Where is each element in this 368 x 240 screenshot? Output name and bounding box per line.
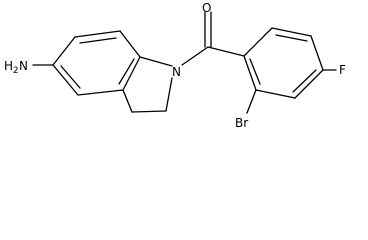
- atom-label-fluorine: F: [339, 63, 346, 77]
- bond: [77, 89, 124, 96]
- bond: [139, 56, 173, 67]
- bond: [119, 30, 141, 58]
- bond-double-inner: [275, 34, 308, 42]
- bond: [131, 110, 167, 113]
- bond: [52, 36, 76, 66]
- bond-double-inner: [118, 58, 135, 85]
- bond-double-inner: [79, 37, 117, 44]
- bond: [122, 56, 141, 91]
- bond-double-inner: [60, 65, 81, 89]
- molecule-structure: H 2 N N O Br F: [4, 1, 346, 130]
- atom-label-oxygen: O: [202, 1, 211, 15]
- atom-label-amine-h-count: 2: [13, 66, 18, 76]
- atom-label-layer: H 2 N N O Br F: [4, 1, 346, 130]
- bond: [255, 89, 296, 99]
- bond: [246, 89, 257, 114]
- atom-label-amine-h: H: [4, 59, 13, 73]
- bond: [181, 46, 209, 66]
- bond: [52, 64, 79, 96]
- bond-double-inner: [292, 69, 317, 93]
- bond: [271, 27, 312, 37]
- atom-label-bromine: Br: [235, 116, 248, 130]
- bond: [165, 77, 173, 112]
- bond: [74, 30, 121, 38]
- bond: [294, 69, 324, 99]
- bond: [243, 27, 273, 57]
- bond: [207, 46, 245, 57]
- bond: [310, 35, 324, 71]
- bond: [122, 89, 133, 113]
- atom-label-ring-n: N: [172, 65, 181, 79]
- bond: [243, 55, 257, 91]
- atom-label-amine-n: N: [19, 59, 28, 73]
- bond-double-inner: [249, 58, 261, 85]
- bond-layer: [32, 11, 337, 114]
